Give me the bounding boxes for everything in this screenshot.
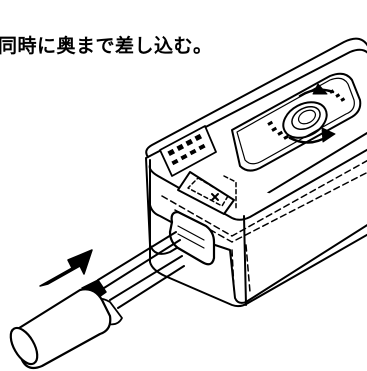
- instruction-caption: 同時に奥まで差し込む。: [0, 35, 213, 57]
- insertion-arrow-icon: [39, 249, 93, 287]
- release-slot: [177, 171, 237, 215]
- cable-assembly: [9, 231, 185, 370]
- dial-panel: [231, 72, 362, 172]
- dial-label-top: [329, 89, 346, 102]
- dial-label-bottom: [267, 120, 290, 140]
- terminal-label-block: [159, 125, 217, 177]
